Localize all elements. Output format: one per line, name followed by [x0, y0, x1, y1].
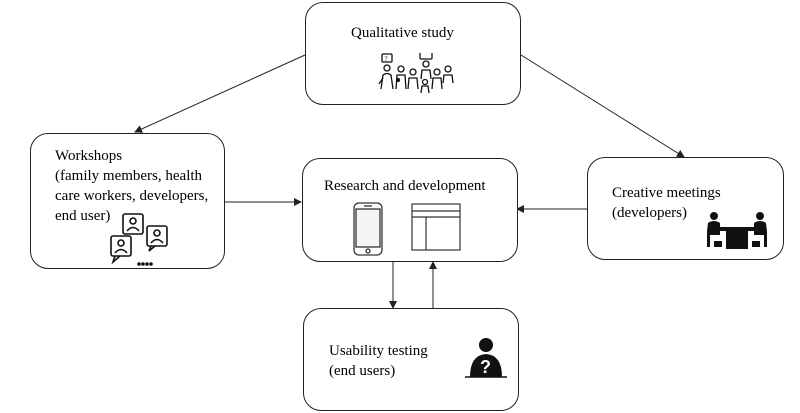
- svg-text:?: ?: [480, 357, 491, 377]
- node-creative-meetings-title: Creative meetings (developers): [612, 185, 721, 221]
- node-workshops-title: Workshops (family members, health care w…: [55, 148, 209, 224]
- node-research-development: Research and development: [302, 158, 518, 262]
- meeting-table-icon: [707, 212, 767, 249]
- group-discussion-icon: [110, 213, 168, 266]
- svg-text:?: ?: [385, 55, 388, 63]
- smartphone-icon: [353, 202, 383, 256]
- user-question-icon: ?: [465, 338, 507, 378]
- wireframe-layout-icon: [411, 203, 461, 251]
- node-creative-meetings: Creative meetings (developers): [587, 157, 784, 260]
- node-workshops: Workshops (family members, health care w…: [30, 133, 225, 269]
- node-usability-testing: Usability testing (end users) ?: [303, 308, 519, 411]
- node-research-development-title: Research and development: [324, 178, 486, 194]
- node-qualitative-study: Qualitative study ?: [305, 2, 521, 105]
- arrow-qualitative-to-workshops: [134, 54, 306, 133]
- node-qualitative-study-title: Qualitative study: [351, 25, 454, 41]
- node-usability-testing-title: Usability testing (end users): [329, 343, 428, 379]
- arrow-qualitative-to-creative-meetings: [520, 54, 685, 158]
- presentation-audience-icon: ?: [378, 53, 454, 93]
